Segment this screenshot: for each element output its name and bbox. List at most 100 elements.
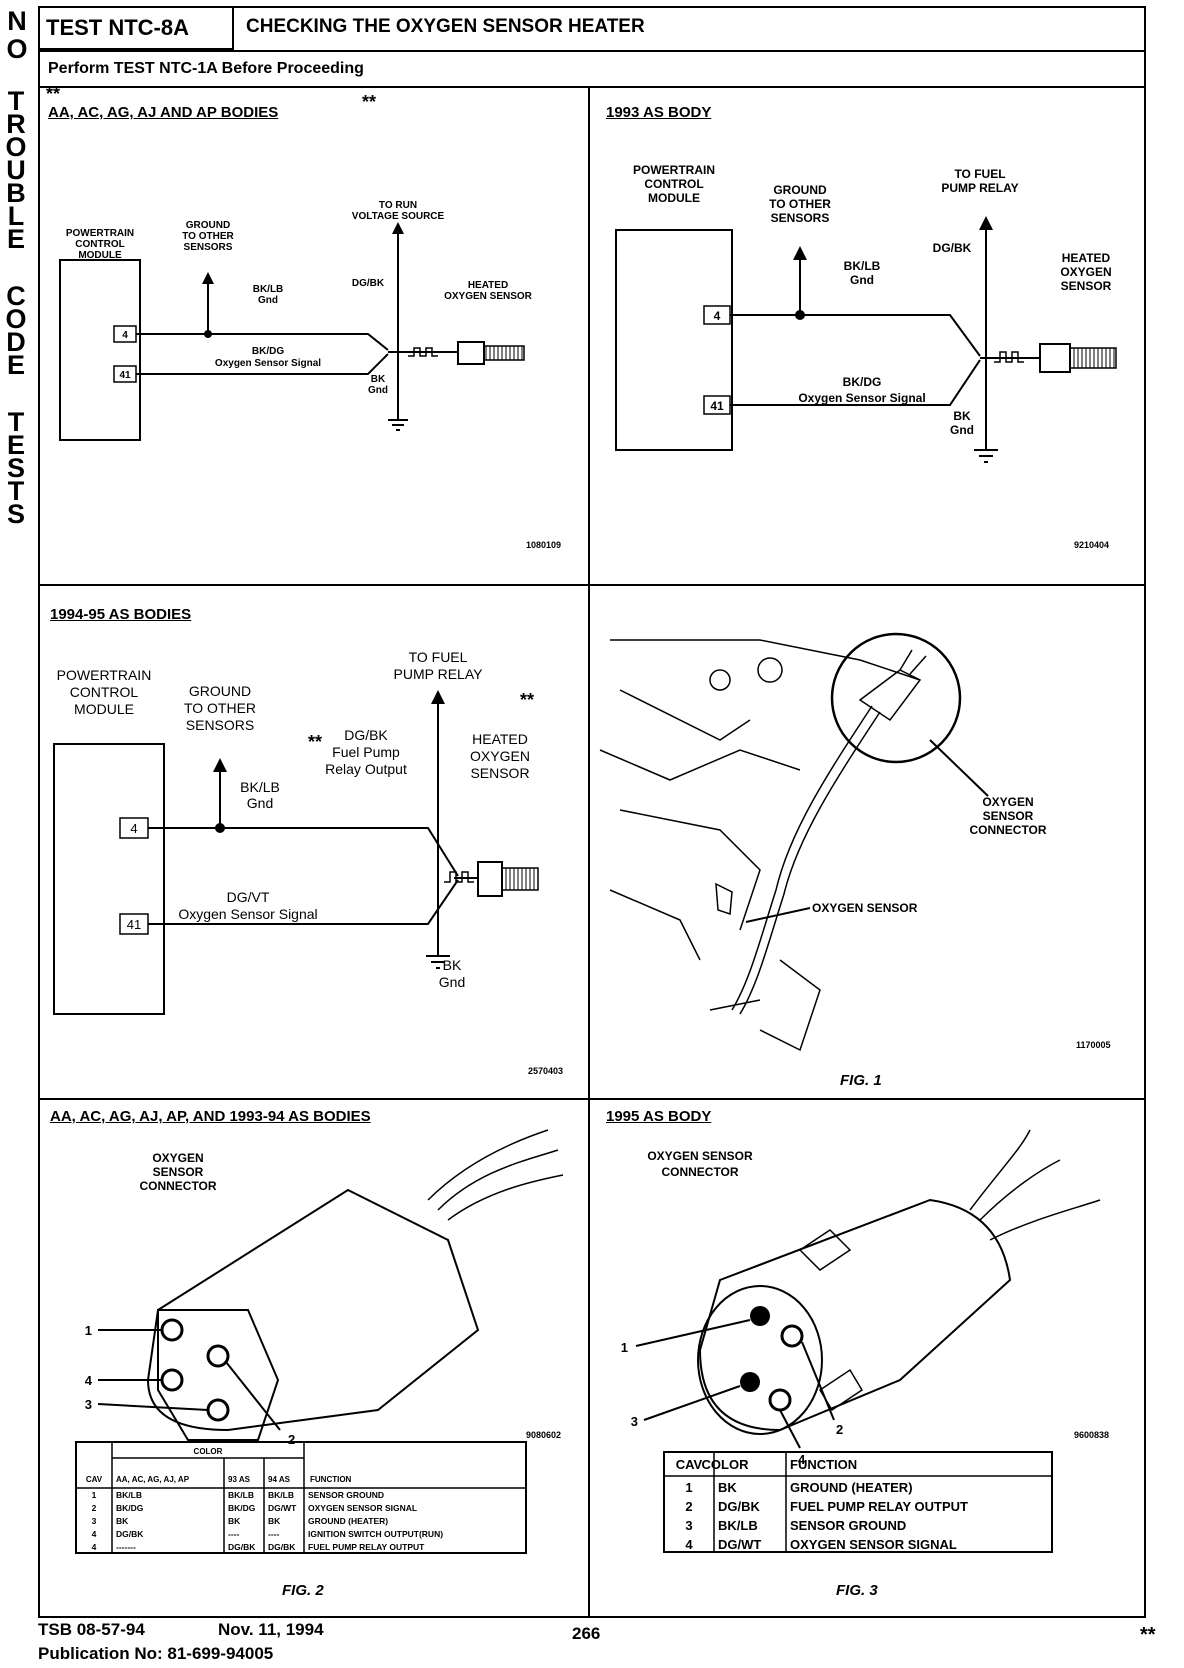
panel1-stars-right: ** (362, 92, 377, 112)
pin-4-label: 4 (130, 821, 137, 836)
fig3-caption: FIG. 3 (836, 1582, 878, 1599)
table-cell: DG/BK (116, 1529, 144, 1539)
sidebar-letter: D (6, 327, 26, 357)
panel6-figure-code: 9600838 (1074, 1430, 1110, 1440)
engine-outline (599, 639, 921, 1052)
footer-stars: ** (1140, 1624, 1156, 1646)
arrow-up-icon (431, 690, 445, 704)
pcm-box (53, 743, 165, 1015)
pin-label-1: 1 (85, 1323, 92, 1338)
table-cell: DG/BK (268, 1542, 296, 1552)
table-cell: BK/LB (268, 1490, 294, 1500)
connector-face (157, 1309, 280, 1441)
pin-41-label: 41 (710, 399, 724, 413)
panel3-stars-pump: ** (520, 690, 535, 710)
arrow-up-icon (213, 758, 227, 772)
panel2-title: 1993 AS BODY (606, 104, 712, 121)
sidebar-letter: S (7, 453, 25, 483)
footer-page-number: 266 (572, 1624, 601, 1643)
table-cell: SENSOR GROUND (308, 1490, 384, 1500)
table-header-cell: AA, AC, AG, AJ, AP (116, 1475, 190, 1484)
sidebar-letter: U (6, 155, 26, 185)
magnifier-circle (830, 632, 962, 764)
table-header-cell: 94 AS (268, 1475, 291, 1484)
leader-3 (97, 1403, 209, 1411)
cavity-1 (160, 1318, 184, 1342)
sensor-thread (483, 345, 525, 361)
panel2-figure-code: 9210404 (1074, 540, 1110, 550)
panel5-title: AA, AC, AG, AJ, AP, AND 1993-94 AS BODIE… (50, 1108, 371, 1125)
panel6-title: 1995 AS BODY (606, 1108, 712, 1125)
table-cell: 2 (685, 1499, 692, 1514)
panel3-figure-code: 2570403 (528, 1066, 564, 1076)
column-divider (588, 86, 590, 1618)
pin-41-label: 41 (119, 370, 131, 381)
page-subtitle: Perform TEST NTC-1A Before Proceeding (48, 60, 364, 77)
latch (798, 1229, 864, 1412)
sidebar-no-svg: N O (6, 6, 27, 64)
wire-bk-dg (136, 353, 389, 375)
wire-dg-vt (148, 879, 459, 925)
wire-bk-lb (136, 333, 389, 351)
pin-label-3: 3 (85, 1397, 92, 1412)
sidebar-letter: S (7, 499, 25, 529)
panel3-title: 1994-95 AS BODIES (50, 606, 192, 623)
cavity-3 (740, 1372, 760, 1392)
sidebar-letter: T (8, 86, 25, 116)
table-header-cell: FUNCTION (790, 1457, 857, 1472)
connector-face (697, 1285, 823, 1435)
panel1-figure-code: 1080109 (526, 540, 562, 550)
page-title: CHECKING THE OXYGEN SENSOR HEATER (246, 16, 645, 37)
connector-shell (146, 1188, 480, 1432)
sidebar-line-1: N O (4, 6, 30, 66)
page-frame (38, 6, 1146, 1618)
arrow-up-icon (202, 272, 214, 284)
pin-label-2: 2 (836, 1422, 843, 1437)
table-cell: DG/BK (228, 1542, 256, 1552)
table-cell: ---- (228, 1529, 239, 1539)
wire-bundle (427, 1129, 564, 1221)
sidebar-letter: T (8, 476, 25, 506)
sensor-body (457, 341, 485, 365)
pin-label-2: 2 (288, 1432, 295, 1447)
table-cell: 1 (685, 1480, 692, 1495)
table-cell: BK/DG (228, 1503, 256, 1513)
arrow-up-icon (392, 222, 404, 234)
arrow-up-icon (979, 216, 993, 230)
table-cell: 1 (92, 1490, 97, 1500)
table-border (663, 1451, 1053, 1553)
table-cell: OXYGEN SENSOR SIGNAL (790, 1537, 957, 1552)
sensor-body (1039, 343, 1071, 373)
pin-label-1: 1 (621, 1340, 628, 1355)
sidebar-letter: L (8, 201, 25, 231)
sidebar-title: N O (4, 6, 30, 66)
table-cell: BK/DG (116, 1503, 144, 1513)
fig2-caption: FIG. 2 (282, 1582, 324, 1599)
sidebar-letter: N (7, 6, 27, 36)
wire-bk-lb (730, 314, 981, 357)
wire-bk-lb (148, 827, 459, 877)
table-cell: 2 (92, 1503, 97, 1513)
sidebar-letter: C (6, 281, 26, 311)
table-cell: 3 (685, 1518, 692, 1533)
table-cell: BK/LB (116, 1490, 142, 1500)
table-cell: IGNITION SWITCH OUTPUT(RUN) (308, 1529, 443, 1539)
